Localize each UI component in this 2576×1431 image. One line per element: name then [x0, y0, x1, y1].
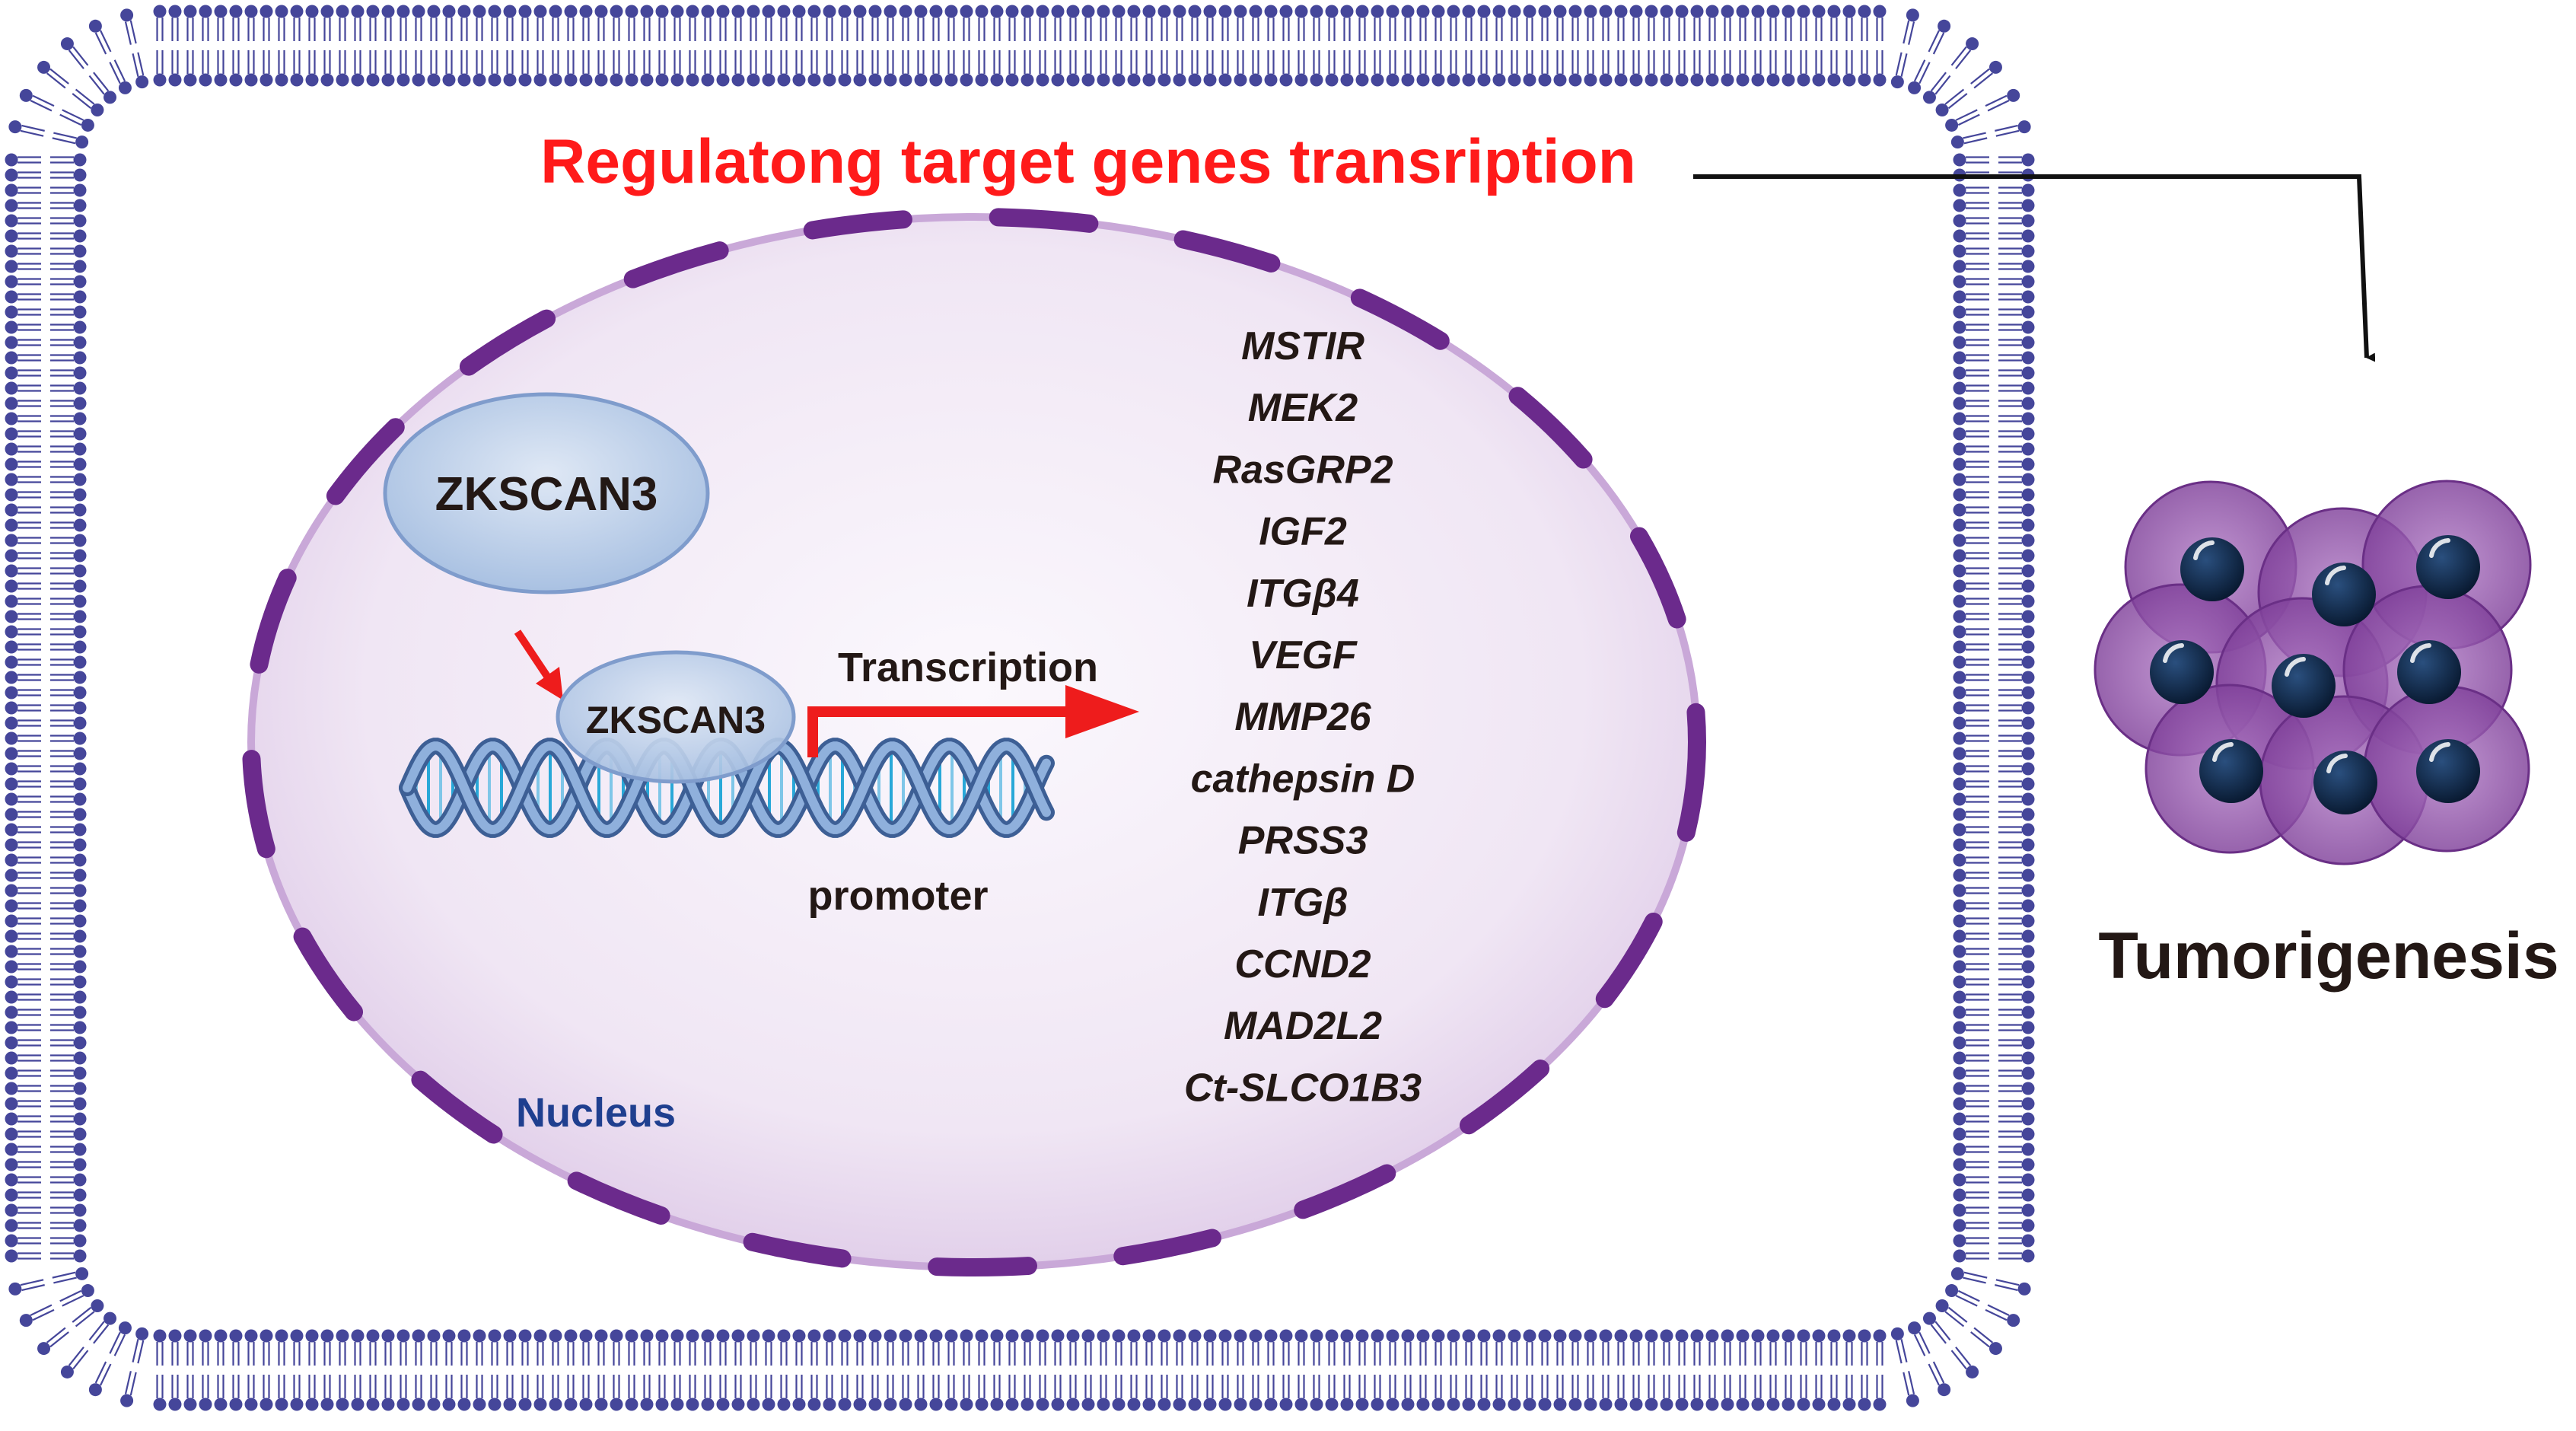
- target-gene: IGF2: [1259, 510, 1347, 554]
- tumorigenesis-label: Tumorigenesis: [2098, 919, 2558, 993]
- zkscan3-free-label: ZKSCAN3: [435, 468, 658, 521]
- target-gene: MAD2L2: [1224, 1004, 1382, 1048]
- target-gene: Ct-SLCO1B3: [1184, 1066, 1422, 1110]
- title: Regulatong target genes transription: [540, 127, 1636, 196]
- target-gene: ITGβ: [1258, 881, 1348, 925]
- target-gene: ITGβ4: [1247, 572, 1359, 616]
- transcription-arrow: [807, 685, 1139, 757]
- nucleus: [242, 208, 1706, 1276]
- target-gene: RasGRP2: [1213, 448, 1393, 492]
- target-gene: MSTIR: [1241, 324, 1364, 368]
- zkscan3-bound: ZKSCAN3: [556, 650, 796, 784]
- target-gene: MEK2: [1248, 386, 1358, 430]
- target-gene: CCND2: [1234, 942, 1371, 986]
- target-gene: PRSS3: [1238, 819, 1368, 863]
- promoter-label: promoter: [807, 873, 988, 919]
- zkscan3-free: ZKSCAN3: [383, 392, 710, 594]
- zkscan3-free-ellipse: [383, 392, 710, 594]
- binding-arrow: [514, 629, 563, 700]
- target-gene: MMP26: [1234, 695, 1371, 739]
- transcription-label: Transcription: [838, 645, 1098, 690]
- nuclear-envelope: [242, 208, 1706, 1276]
- cell-membrane: [5, 5, 2035, 1411]
- target-gene: VEGF: [1249, 633, 1358, 677]
- zkscan3-bound-label: ZKSCAN3: [586, 699, 766, 741]
- zkscan3-bound-ellipse: [556, 650, 796, 784]
- target-gene: cathepsin D: [1191, 757, 1415, 801]
- tumor-cluster: [2094, 480, 2532, 865]
- nucleus-label: Nucleus: [516, 1090, 676, 1136]
- tumorigenesis-arrow: [1693, 174, 2376, 362]
